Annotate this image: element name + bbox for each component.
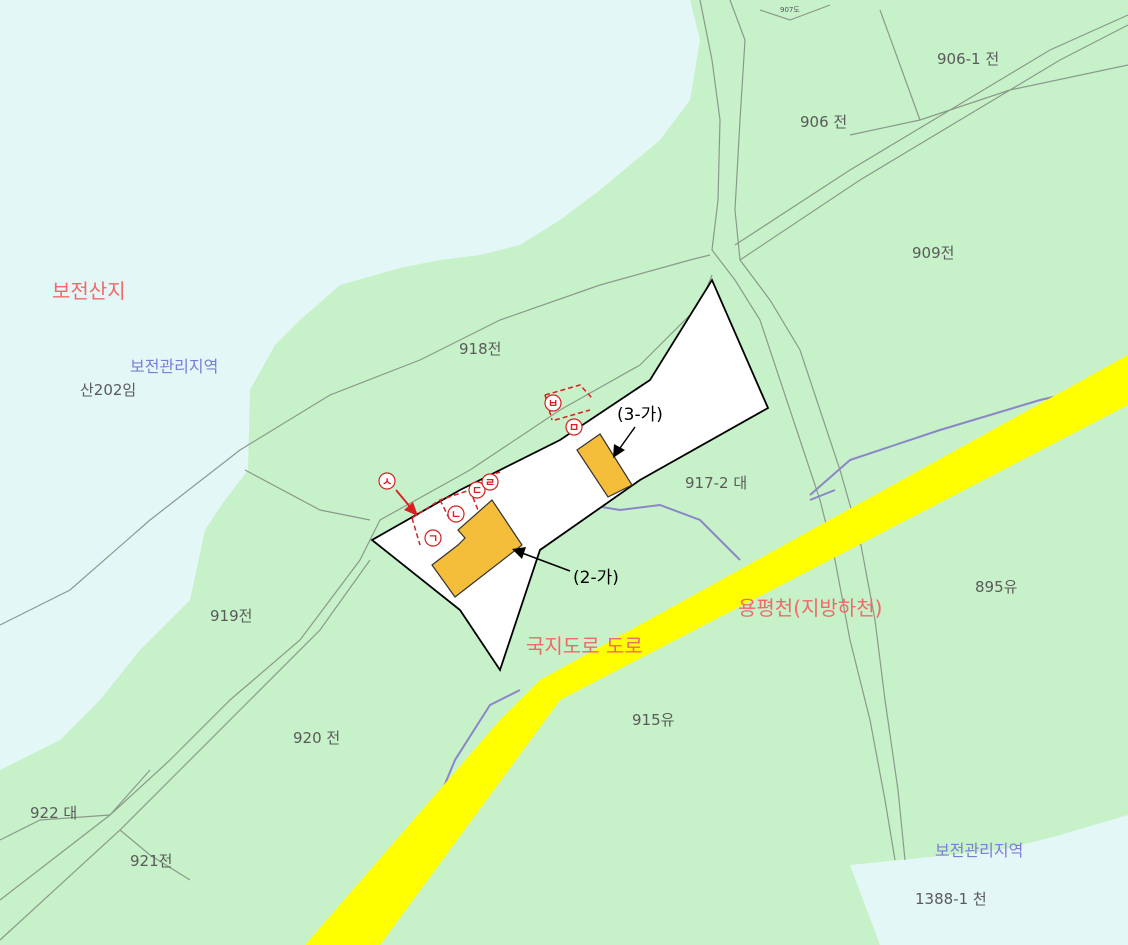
marker-m4: ㄹ xyxy=(485,476,495,489)
parcel-906: 906 전 xyxy=(800,113,847,131)
zone-conservation-mountain: 보전산지 xyxy=(52,279,126,303)
parcel-919: 919전 xyxy=(210,607,252,625)
water-area-northwest xyxy=(0,0,700,770)
parcel-917-2: 917-2 대 xyxy=(685,474,747,492)
marker-m2: ㄴ xyxy=(451,508,461,521)
parcel-918: 918전 xyxy=(459,340,501,358)
parcel-906-1: 906-1 전 xyxy=(937,50,999,68)
callout-building-3: (3-가) xyxy=(617,405,663,425)
marker-m3: ㄷ xyxy=(472,484,482,497)
parcel-920: 920 전 xyxy=(293,729,340,747)
parcel-895: 895유 xyxy=(975,578,1018,596)
parcel-1388-1: 1388-1 천 xyxy=(915,890,987,908)
marker-m5: ㅁ xyxy=(569,421,579,434)
parcel-921: 921전 xyxy=(130,852,172,870)
marker-m6: ㅂ xyxy=(548,397,558,410)
zone-conservation-mgmt-bottom: 보전관리지역 xyxy=(935,841,1023,860)
water-area-southeast xyxy=(850,815,1128,945)
marker-m7: ㅅ xyxy=(382,475,392,488)
zone-conservation-mgmt-left: 보전관리지역 xyxy=(130,357,218,376)
parcel-san202: 산202임 xyxy=(80,381,136,399)
road-band xyxy=(305,355,1128,945)
parcel-915: 915유 xyxy=(632,711,675,729)
building-3-ga xyxy=(576,433,633,498)
callout-building-2: (2-가) xyxy=(573,568,619,588)
arrow-icon xyxy=(395,426,636,572)
parcel-922: 922 대 xyxy=(30,804,77,822)
circled-letter-icon: ㄱ ㄴ ㄷ ㄹ ㅁ ㅂ ㅅ xyxy=(378,394,583,547)
zone-road: 국지도로 도로 xyxy=(526,634,643,658)
zone-stream: 용평천(지방하천) xyxy=(738,596,882,620)
parcel-909: 909전 xyxy=(912,244,954,262)
building-2-ga xyxy=(431,499,523,598)
marker-m1: ㄱ xyxy=(428,532,438,545)
parcel-top-small: 907도 xyxy=(780,6,800,14)
